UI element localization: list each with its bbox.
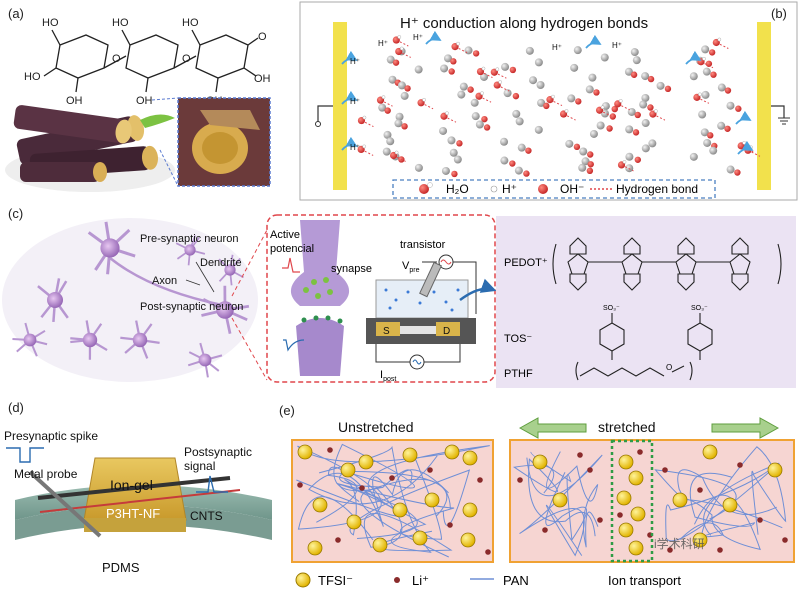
- panel-label-e: (e): [279, 403, 295, 418]
- label-unstretched: Unstretched: [338, 419, 413, 435]
- postsynaptic-terminal: [296, 318, 344, 376]
- svg-text:O: O: [182, 53, 191, 65]
- label-dendrite: Dendrite: [200, 257, 242, 269]
- label-potencial: potencial: [270, 243, 314, 255]
- cellulose-structure: [44, 30, 258, 92]
- legend-tfsi: TFSI⁻: [318, 573, 353, 588]
- stretched-membrane: [510, 440, 794, 562]
- svg-text:O: O: [112, 53, 121, 65]
- arrow-left: [520, 418, 586, 438]
- panel-label-c: (c): [8, 206, 23, 221]
- label-tos: TOS⁻: [504, 333, 532, 345]
- svg-text:HO: HO: [42, 17, 59, 29]
- label-pthf: PTHF: [504, 368, 533, 380]
- legend-proton: H⁺: [502, 182, 517, 196]
- label-presynaptic-spike: Presynaptic spike: [4, 429, 98, 443]
- panel-b: H⁺ conduction along hydrogen bonds H⁺ H⁺…: [300, 2, 797, 200]
- legend-hydroxide: OH⁻: [560, 182, 584, 196]
- svg-text:HO: HO: [182, 17, 199, 29]
- panel-label-a: (a): [8, 6, 24, 21]
- svg-text:HO: HO: [24, 71, 41, 83]
- chemistry-box: [496, 216, 796, 388]
- label-pedot: PEDOT⁺: [504, 257, 548, 269]
- electrolyte: [376, 280, 468, 318]
- panel-d: (d) Presynaptic spike Metal probe Ion-ge…: [4, 400, 272, 575]
- label-postsynaptic: Postsynaptic: [184, 445, 252, 459]
- legend-water: H₂O: [446, 182, 469, 196]
- legend-ion-transport: Ion transport: [608, 573, 681, 588]
- left-electrode: [333, 22, 347, 190]
- svg-text:H⁺: H⁺: [612, 41, 622, 50]
- watermark: i学术科研: [654, 536, 705, 551]
- svg-text:OH: OH: [254, 73, 271, 85]
- label-metal-probe: Metal probe: [14, 467, 78, 481]
- sugarcane-photo: [5, 104, 175, 192]
- panel-label-b: (b): [771, 6, 787, 21]
- label-postsynaptic: Post-synaptic neuron: [140, 301, 243, 313]
- label-p3ht: P3HT-NF: [106, 506, 160, 521]
- svg-text:HO: HO: [112, 17, 129, 29]
- label-drain: D: [443, 326, 450, 337]
- label-pdms: PDMS: [102, 560, 140, 575]
- label-source: S: [383, 326, 390, 337]
- label-cnts: CNTS: [190, 509, 223, 523]
- svg-text:H⁺: H⁺: [413, 33, 423, 42]
- svg-text:H⁺: H⁺: [350, 57, 360, 66]
- label-stretched: stretched: [598, 419, 656, 435]
- panel-c: (c) Pre-synaptic neuron Axon Dendrite Po…: [2, 206, 796, 388]
- svg-text:H⁺: H⁺: [350, 143, 360, 152]
- label-transistor: transistor: [400, 239, 446, 251]
- svg-text:H⁺: H⁺: [378, 39, 388, 48]
- panel-label-d: (d): [8, 400, 24, 415]
- svg-text:H⁺: H⁺: [350, 97, 360, 106]
- arrow-right: [712, 418, 778, 438]
- label-iongel: Ion-gel: [110, 477, 153, 493]
- legend-hbond: Hydrogen bond: [616, 182, 698, 196]
- label-synapse: synapse: [331, 263, 372, 275]
- panel-b-title: H⁺ conduction along hydrogen bonds: [400, 15, 648, 32]
- svg-text:O: O: [666, 363, 672, 372]
- label-active: Active: [270, 229, 300, 241]
- panel-e: (e) Unstretched stretched TFSI⁻ Li⁺ PAN …: [279, 403, 794, 588]
- svg-text:O: O: [258, 31, 267, 43]
- label-signal: signal: [184, 459, 215, 473]
- svg-text:OH: OH: [136, 95, 153, 107]
- label-axon: Axon: [152, 275, 177, 287]
- svg-text:OH: OH: [66, 95, 83, 107]
- presynaptic-spike-trace: [6, 448, 44, 462]
- legend-pan: PAN: [503, 573, 529, 588]
- right-electrode: [757, 22, 771, 190]
- legend-li: Li⁺: [412, 573, 429, 588]
- label-presynaptic: Pre-synaptic neuron: [140, 233, 238, 245]
- label-so3-1: SO₃⁻: [603, 305, 620, 312]
- svg-text:H⁺: H⁺: [552, 43, 562, 52]
- label-so3-2: SO₃⁻: [691, 305, 708, 312]
